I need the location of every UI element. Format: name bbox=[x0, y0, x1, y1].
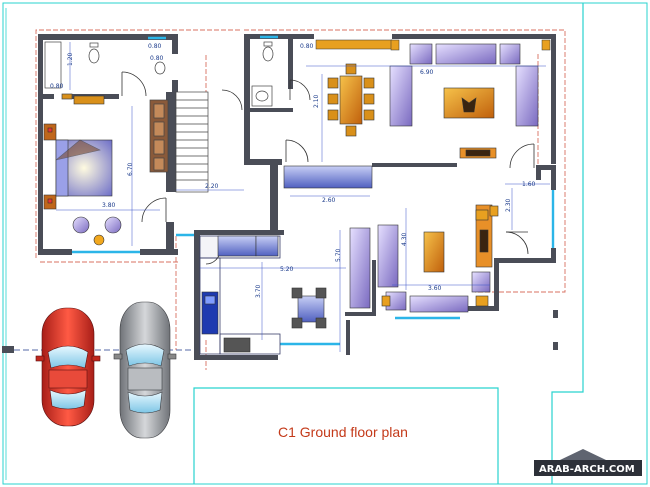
dim-label: 1.20 bbox=[67, 52, 74, 66]
site-markers bbox=[2, 310, 558, 353]
dim-label: 3.60 bbox=[428, 285, 442, 292]
red-car-icon bbox=[35, 307, 101, 427]
dim-label: 2.60 bbox=[322, 197, 336, 204]
dim-label: 5.20 bbox=[280, 266, 294, 273]
dim-label: 1.60 bbox=[522, 181, 536, 188]
dim-label: 5.70 bbox=[335, 248, 342, 262]
silver-car-icon bbox=[113, 301, 177, 439]
dim-label: 2.30 bbox=[505, 198, 512, 212]
dim-label: 0.80 bbox=[148, 43, 162, 50]
bathroom-fixtures bbox=[44, 41, 274, 107]
dim-label: 3.80 bbox=[102, 202, 116, 209]
windows bbox=[72, 35, 555, 346]
wall-cabinets bbox=[315, 39, 551, 51]
dim-label: 0.80 bbox=[150, 55, 164, 62]
plan-title: C1 Ground floor plan bbox=[278, 424, 408, 440]
dimension-lines bbox=[56, 42, 550, 352]
bedroom-furniture bbox=[43, 95, 122, 246]
dimension-labels: 0.80 1.20 0.80 0.80 0.80 6.90 2.10 6.70 … bbox=[50, 43, 536, 298]
watermark-text: ARAB-ARCH.COM bbox=[539, 464, 635, 475]
site-watermark: ARAB-ARCH.COM bbox=[534, 449, 642, 476]
living-room-furniture bbox=[389, 43, 539, 159]
dim-label: 3.70 bbox=[255, 284, 262, 298]
family-room-furniture bbox=[349, 204, 499, 313]
dim-label: 2.20 bbox=[205, 183, 219, 190]
walls bbox=[38, 34, 556, 360]
dim-label: 2.10 bbox=[313, 94, 320, 108]
dim-label: 4.30 bbox=[401, 232, 408, 246]
dim-label: 6.90 bbox=[420, 69, 434, 76]
dim-label: 6.70 bbox=[127, 162, 134, 176]
dim-label: 0.80 bbox=[300, 43, 314, 50]
dining-set bbox=[327, 63, 375, 137]
doors bbox=[121, 71, 535, 265]
dim-label: 0.80 bbox=[50, 83, 64, 90]
staircase bbox=[149, 91, 209, 193]
kitchen-furniture bbox=[201, 165, 373, 353]
